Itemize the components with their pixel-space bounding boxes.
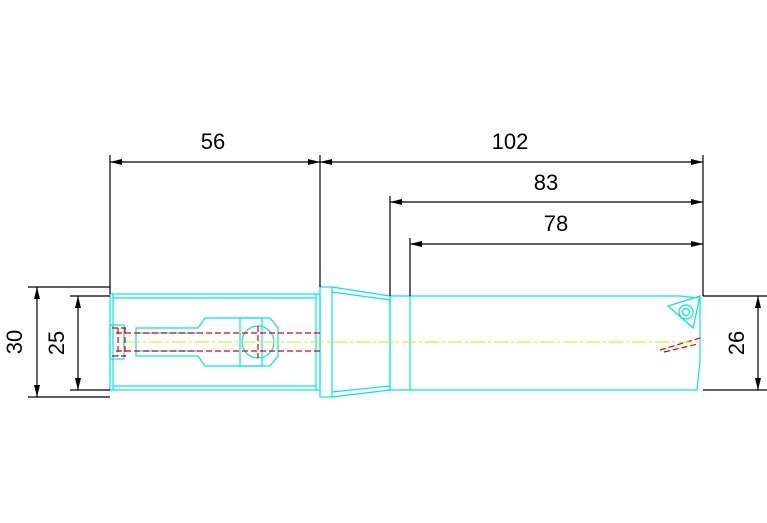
dim-text-30: 30 [2,330,27,354]
dim-text-102: 102 [492,129,529,154]
dimensions: 56 102 83 78 30 25 26 [2,129,767,398]
dim-text-26: 26 [724,331,749,355]
dim-text-25: 25 [44,331,69,355]
clamp-slot [239,317,263,367]
coolant-channel-2 [663,343,699,353]
insert-screw-outer [678,304,694,320]
dim-text-83: 83 [534,170,558,195]
dim-text-56: 56 [201,129,225,154]
end-bore [109,324,125,360]
insert-triangle [666,295,701,330]
hidden-lines [112,326,701,358]
taper-inner-bottom [331,385,391,393]
clamp-block [135,317,279,367]
dim-text-78: 78 [544,211,568,236]
coolant-channel [659,337,701,351]
taper-inner-top [331,291,391,301]
main-body [389,295,701,391]
insert-screw-inner [681,307,691,317]
